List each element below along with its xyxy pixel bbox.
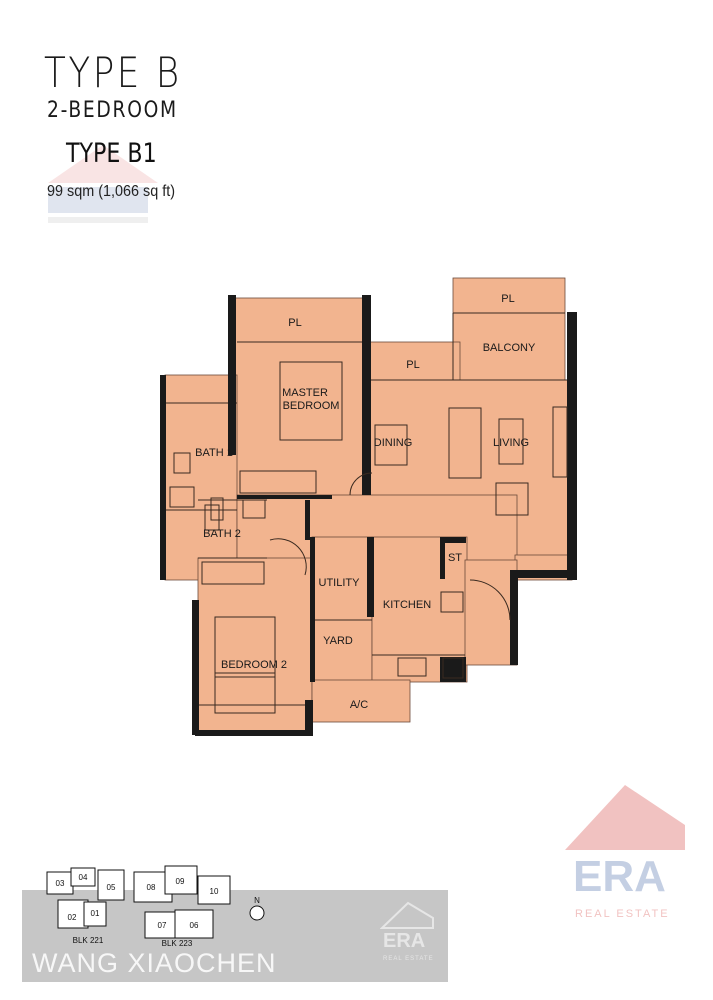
utility-yard-area: [311, 536, 373, 686]
label-bedroom2: BEDROOM 2: [221, 659, 287, 671]
unit-type-title: TYPE B: [44, 48, 182, 97]
era-logo-sub: REAL ESTATE: [383, 956, 434, 962]
label-kitchen: KITCHEN: [383, 599, 431, 611]
bath2-vanity: [242, 499, 266, 519]
era-logo-sub: REAL ESTATE: [575, 908, 670, 920]
label-yard: YARD: [323, 635, 353, 647]
dining-table: [374, 424, 408, 466]
label-bath2: BATH 2: [203, 528, 241, 540]
washer-icon: [442, 657, 464, 679]
master-wardrobe: [239, 470, 317, 494]
entry-area: [464, 559, 518, 666]
compass-icon: [249, 905, 265, 921]
armchair: [495, 482, 529, 516]
era-roof-icon: [380, 901, 434, 929]
coffee-table: [498, 418, 524, 465]
era-logo-text: ERA: [573, 852, 666, 901]
label-st: ST: [448, 552, 462, 564]
era-watermark-bar-logo: ERA REAL ESTATE: [380, 900, 435, 965]
key-unit: 01: [91, 909, 100, 918]
key-unit: 07: [158, 921, 167, 930]
watermark-name: WANG XIAOCHEN: [32, 948, 277, 978]
unit-area: 99 sqm (1,066 sq ft): [47, 183, 176, 200]
sofa: [448, 407, 482, 479]
walls: [160, 295, 577, 736]
master-door: [349, 472, 373, 496]
key-unit: 04: [79, 873, 88, 882]
label-living: LIVING: [493, 437, 529, 449]
bath1-toilet: [210, 497, 224, 521]
bedroom2-bed: [214, 616, 276, 678]
bedroom2-wardrobe: [201, 561, 265, 585]
furniture: [169, 361, 568, 714]
master-bed: [279, 361, 343, 441]
label-pl-balcony: PL: [501, 293, 514, 305]
label-ac: A/C: [350, 699, 368, 711]
entry-door: [469, 579, 511, 621]
master-bedroom-area: [234, 297, 366, 499]
era-logo-icon: [48, 145, 158, 223]
label-pl-master: PL: [288, 317, 301, 329]
label-pl-living: PL: [406, 359, 419, 371]
key-unit: 03: [56, 879, 65, 888]
balcony-area: [452, 277, 566, 381]
era-logo-text: ERA: [383, 930, 426, 952]
bath-block-area: [164, 374, 238, 581]
label-bath1: BATH 1: [195, 447, 233, 459]
era-watermark-top: [48, 145, 158, 225]
key-unit: 02: [68, 913, 77, 922]
unit-subtype: TYPE B1: [66, 138, 157, 169]
partitions: [165, 312, 567, 706]
bedroom-count: 2-BEDROOM: [47, 98, 178, 123]
key-unit: 09: [176, 877, 185, 886]
label-balcony: BALCONY: [483, 342, 536, 354]
sink-icon: [397, 657, 427, 677]
key-unit: 06: [190, 921, 199, 930]
north-icon: N: [254, 896, 260, 905]
shower-icon: [169, 486, 195, 508]
key-unit: 08: [147, 883, 156, 892]
tv-console: [552, 406, 568, 478]
bath1-vanity: [173, 452, 191, 474]
room-labels: PL PL PL BALCONY MASTER BEDROOM DINING L…: [195, 293, 536, 711]
key-unit: 05: [107, 883, 116, 892]
label-master-2: BEDROOM: [283, 400, 340, 412]
pl-living-area: [369, 341, 461, 383]
label-master-1: MASTER: [282, 387, 328, 399]
label-dining: DINING: [374, 437, 413, 449]
era-watermark-bottom: ERA REAL ESTATE: [565, 780, 685, 930]
key-unit: 10: [210, 887, 219, 896]
era-roof-icon: [565, 785, 685, 850]
label-utility: UTILITY: [319, 577, 361, 589]
key-blk-221: BLK 221: [73, 936, 104, 945]
bedroom2-door: [269, 538, 307, 576]
stove-icon: [440, 591, 464, 613]
bath2-toilet: [204, 504, 220, 531]
key-blk-223: BLK 223: [162, 939, 193, 948]
bedroom2-desk: [214, 672, 276, 714]
ac-ledge-area: [311, 679, 411, 723]
floor-areas: [164, 277, 573, 736]
